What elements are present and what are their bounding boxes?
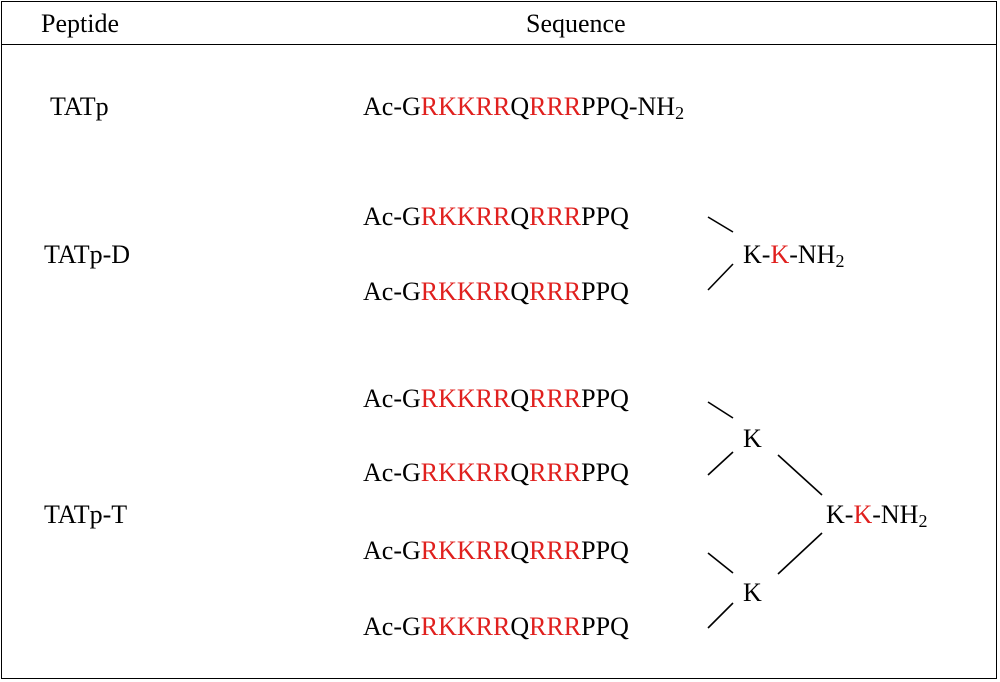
lysine-core-tatp-t: K-K-NH2: [826, 500, 927, 530]
bond-line: [707, 451, 734, 476]
amide-label: -NH: [789, 240, 836, 269]
header-divider: [1, 44, 997, 45]
bond-line: [777, 454, 823, 496]
bond-line: [707, 552, 734, 574]
residues: Ac-G: [363, 92, 421, 121]
residues: Q: [510, 612, 530, 641]
residues: Q: [510, 536, 530, 565]
bond-line: [777, 532, 823, 575]
residues: Ac-G: [363, 202, 421, 231]
highlighted-residues: RRR: [529, 92, 582, 121]
bond-line: [707, 263, 734, 291]
lysine-1: K: [826, 500, 845, 529]
sequence-tatp: Ac-GRKKRRQRRRPPQ-NH2: [363, 92, 684, 122]
residues: PPQ: [581, 536, 629, 565]
highlighted-residues: RKKRR: [420, 92, 511, 121]
highlighted-residues: RRR: [529, 458, 582, 487]
residues: Q: [510, 202, 530, 231]
bond-line: [707, 216, 734, 233]
highlighted-residues: RRR: [529, 277, 582, 306]
amide-label: -NH: [872, 500, 919, 529]
residues: PPQ: [581, 384, 629, 413]
bond-line: [707, 401, 734, 419]
branch-lysine-top: K: [743, 424, 762, 453]
bond-line: [707, 602, 734, 629]
residues: Q: [510, 277, 530, 306]
lysine-core-tatp-d: K-K-NH2: [743, 240, 844, 270]
peptide-name-tatp-d: TATp-D: [44, 240, 131, 269]
highlighted-residues: RKKRR: [420, 612, 511, 641]
residues: PPQ: [581, 458, 629, 487]
residues: PPQ: [581, 92, 629, 121]
amide-subscript: 2: [675, 103, 685, 123]
sequence-tatp-t-chain-4: Ac-GRKKRRQRRRPPQ: [363, 612, 629, 642]
residues: PPQ: [581, 202, 629, 231]
sequence-tatp-d-chain-1: Ac-GRKKRRQRRRPPQ: [363, 202, 629, 232]
highlighted-residues: RRR: [529, 384, 582, 413]
sequence-tatp-t-chain-1: Ac-GRKKRRQRRRPPQ: [363, 384, 629, 414]
residues: Ac-G: [363, 612, 421, 641]
sequence-tatp-d-chain-2: Ac-GRKKRRQRRRPPQ: [363, 277, 629, 307]
residues: Ac-G: [363, 384, 421, 413]
residues: PPQ: [581, 612, 629, 641]
residues: Q: [510, 92, 530, 121]
amide-subscript: 2: [835, 251, 845, 271]
highlighted-residues: RKKRR: [420, 536, 511, 565]
header-peptide: Peptide: [41, 9, 119, 38]
lysine-2: K: [770, 240, 790, 269]
sequence-tatp-t-chain-3: Ac-GRKKRRQRRRPPQ: [363, 536, 629, 566]
peptide-name-tatp: TATp: [50, 92, 109, 121]
highlighted-residues: RRR: [529, 202, 582, 231]
residues: Ac-G: [363, 536, 421, 565]
lysine-2: K: [853, 500, 873, 529]
highlighted-residues: RKKRR: [420, 202, 511, 231]
peptide-name-tatp-t: TATp-T: [44, 500, 128, 529]
highlighted-residues: RRR: [529, 612, 582, 641]
header-sequence: Sequence: [526, 9, 626, 38]
highlighted-residues: RRR: [529, 536, 582, 565]
highlighted-residues: RKKRR: [420, 277, 511, 306]
highlighted-residues: RKKRR: [420, 384, 511, 413]
core-dash: -: [844, 500, 854, 529]
residues: Ac-G: [363, 277, 421, 306]
residues: Ac-G: [363, 458, 421, 487]
sequence-tatp-t-chain-2: Ac-GRKKRRQRRRPPQ: [363, 458, 629, 488]
amide-subscript: 2: [918, 511, 928, 531]
lysine-1: K: [743, 240, 762, 269]
branch-lysine-bottom: K: [743, 578, 762, 607]
amide-label: -NH: [628, 92, 676, 121]
core-dash: -: [761, 240, 771, 269]
residues: PPQ: [581, 277, 629, 306]
highlighted-residues: RKKRR: [420, 458, 511, 487]
residues: Q: [510, 384, 530, 413]
residues: Q: [510, 458, 530, 487]
